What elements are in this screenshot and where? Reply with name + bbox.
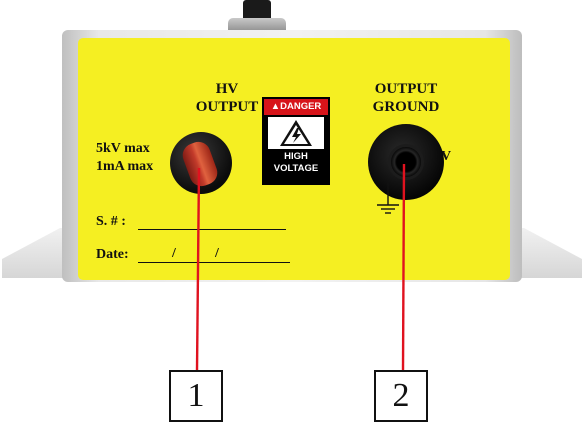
- serial-number-field-line: [138, 229, 286, 230]
- danger-sign-text: HIGH VOLTAGE: [264, 151, 328, 175]
- date-separator-1: /: [172, 246, 176, 261]
- ground-symbol-icon: [377, 183, 399, 214]
- output-ground-title-line1: OUTPUT: [374, 81, 438, 97]
- warning-triangle-icon: ▲: [270, 101, 281, 112]
- top-knob-base: [228, 18, 286, 32]
- electric-shock-icon: [268, 117, 324, 149]
- output-ground-title: OUTPUT GROUND: [356, 80, 456, 116]
- date-label: Date:: [96, 247, 129, 262]
- danger-header: ▲DANGER: [264, 99, 328, 115]
- hv-spec-label: 5kV max 1mA max: [96, 140, 186, 176]
- hv-spec-voltage: 5kV max: [96, 141, 150, 156]
- output-ground-socket[interactable]: [388, 144, 424, 180]
- danger-sign-line1: HIGH: [284, 151, 308, 162]
- date-separator-2: /: [215, 246, 219, 261]
- danger-header-text: DANGER: [280, 101, 322, 112]
- hv-output-title-line2: OUTPUT: [195, 99, 259, 115]
- callout-box-2: 2: [374, 370, 428, 422]
- hv-output-title-line1: HV: [215, 81, 239, 97]
- output-ground-title-line2: GROUND: [372, 99, 440, 115]
- serial-number-label: S. # :: [96, 214, 126, 229]
- top-knob: [243, 0, 271, 22]
- date-field-line: [138, 262, 290, 263]
- callout-box-1: 1: [169, 370, 223, 422]
- leader-line-2: [401, 163, 406, 371]
- danger-sign-line2: VOLTAGE: [273, 163, 319, 174]
- hv-spec-current: 1mA max: [96, 159, 154, 174]
- danger-high-voltage-sign: ▲DANGER HIGH VOLTAGE: [262, 97, 330, 185]
- hv-output-title: HV OUTPUT: [182, 80, 272, 116]
- leader-line-1: [195, 167, 201, 371]
